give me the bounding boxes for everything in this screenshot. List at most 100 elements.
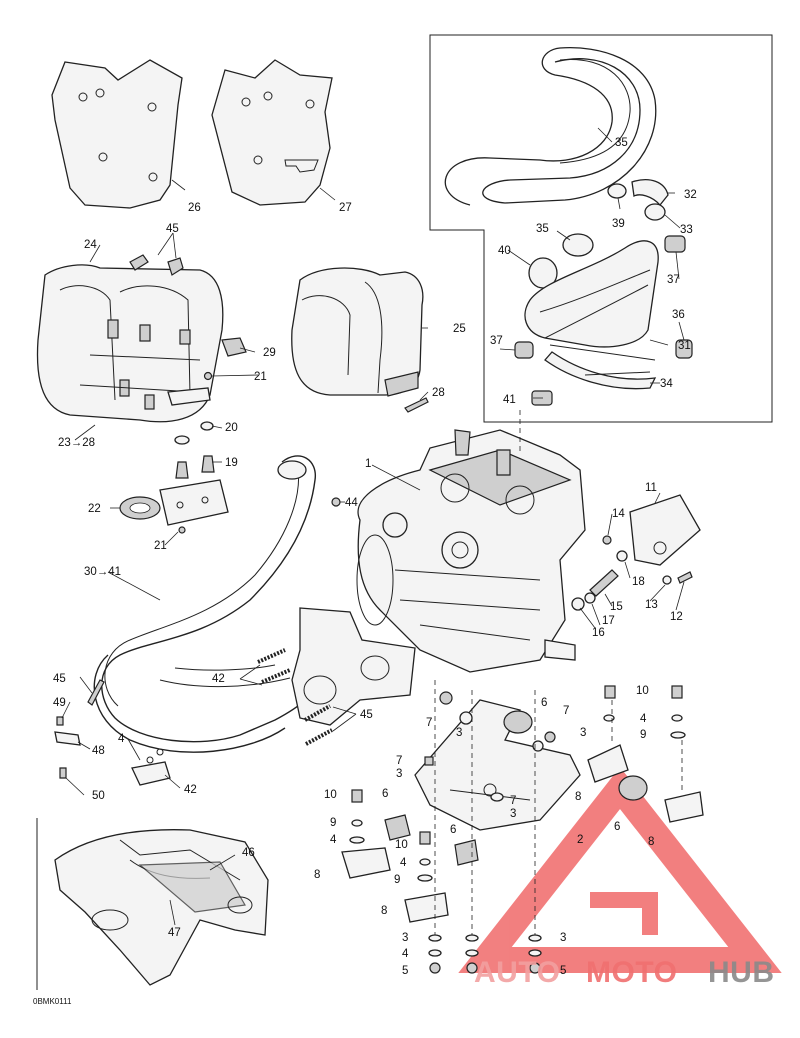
callout-4a: 4 (118, 733, 125, 745)
watermark-text-3: HUB (708, 956, 775, 989)
engine-1 (356, 429, 586, 673)
callout-10a: 10 (636, 685, 649, 697)
callout-4b: 4 (640, 713, 647, 725)
callout-7c: 7 (396, 755, 402, 767)
callout-5b: 5 (560, 965, 566, 977)
callout-45c: 45 (53, 673, 66, 685)
callout-9b: 9 (330, 817, 336, 829)
callout-3a: 3 (456, 727, 462, 739)
callout-37a: 37 (667, 274, 680, 286)
drawing-reference: 0BMK0111 (33, 997, 72, 1006)
callout-32: 32 (684, 189, 697, 201)
oil-44 (331, 497, 341, 507)
callout-22: 22 (88, 503, 101, 515)
callout-21b: 21 (154, 540, 167, 552)
callout-20: 20 (225, 422, 238, 434)
callout-7b: 7 (563, 705, 569, 717)
callout-11: 11 (645, 482, 657, 494)
callout-7d: 7 (510, 795, 516, 807)
nut-14 (602, 535, 612, 545)
callout-6a: 6 (541, 697, 547, 709)
callout-49: 49 (53, 697, 66, 709)
callout-42: 42 (212, 673, 225, 685)
watermark-text-1: AUTO (474, 956, 560, 989)
bracket-11 (629, 494, 701, 566)
callout-45b: 45 (360, 709, 373, 721)
watermark-logo (458, 766, 782, 973)
callout-14: 14 (612, 508, 625, 520)
clamp-37b (514, 341, 534, 359)
nut-21-top (203, 371, 213, 381)
ring-39 (607, 183, 627, 199)
callout-4d: 4 (400, 857, 407, 869)
callout-10c: 10 (395, 839, 408, 851)
callout-3e: 3 (402, 932, 408, 944)
callout-8a: 8 (575, 791, 581, 803)
silencer-cover-25 (291, 267, 424, 397)
callout-12: 12 (670, 611, 683, 623)
bolt-50 (59, 767, 67, 779)
callout-18: 18 (632, 576, 645, 588)
callout-3d: 3 (510, 808, 516, 820)
callout-6c: 6 (382, 788, 388, 800)
callout-36: 36 (672, 309, 685, 321)
callout-37b: 37 (490, 335, 503, 347)
stud-15 (589, 569, 619, 597)
callout-1: 1 (365, 458, 371, 470)
belly-pan-46 (54, 829, 269, 986)
callout-4c: 4 (330, 834, 337, 846)
springs (257, 648, 333, 746)
callout-6d: 6 (450, 824, 456, 836)
tuned-pipe-35 (444, 46, 657, 206)
callout-31: 31 (678, 340, 691, 352)
callout-3f: 3 (560, 932, 566, 944)
callout-8c: 8 (314, 869, 320, 881)
callout-3c: 3 (396, 768, 402, 780)
bracket-42 (131, 761, 171, 786)
callout-16: 16 (592, 627, 605, 639)
callout-8b: 8 (648, 836, 654, 848)
callout-30: 30→41 (84, 566, 121, 578)
callout-35: 35 (615, 137, 628, 149)
watermark-text-2: MOTO (586, 956, 677, 989)
callout-2: 2 (577, 834, 583, 846)
callout-34: 34 (660, 378, 673, 390)
callout-9c: 9 (394, 874, 400, 886)
exhaust-manifold (291, 607, 416, 726)
callout-47: 47 (168, 927, 181, 939)
callouts: 24 45 26 27 29 25 21 28 23→28 20 19 22 2… (53, 137, 697, 977)
clamp-37a (664, 235, 686, 253)
watermark-text: AUTO MOTO HUB (474, 956, 775, 989)
callout-41: 41 (503, 394, 516, 406)
callout-9a: 9 (640, 729, 646, 741)
callout-42b: 42 (184, 784, 197, 796)
callout-6b: 6 (614, 821, 620, 833)
mount-bracket-20-19 (159, 387, 229, 534)
bracket-48 (54, 731, 81, 746)
callout-5a: 5 (402, 965, 408, 977)
bolt-12 (677, 571, 693, 584)
callout-45: 45 (166, 223, 179, 235)
spacer-18 (616, 550, 628, 562)
assembly-lines (434, 410, 683, 935)
callout-44: 44 (345, 497, 358, 509)
callout-3b: 3 (580, 727, 586, 739)
callout-27: 27 (339, 202, 352, 214)
callout-8d: 8 (381, 905, 387, 917)
leader-lines (61, 127, 685, 926)
brackets-8 (341, 744, 704, 923)
callout-15: 15 (610, 601, 623, 613)
callout-10b: 10 (324, 789, 337, 801)
rubber-mounts-6 (384, 710, 648, 866)
callout-4e: 4 (402, 948, 409, 960)
callout-23: 23→28 (58, 437, 95, 449)
callout-13: 13 (645, 599, 658, 611)
callout-17: 17 (602, 615, 615, 627)
callout-29: 29 (263, 347, 276, 359)
ring-35b (562, 233, 594, 257)
screw-45-top (129, 254, 184, 276)
callout-7a: 7 (426, 717, 432, 729)
exhaust-pipe-30 (93, 455, 316, 753)
gasket-26 (51, 59, 183, 209)
